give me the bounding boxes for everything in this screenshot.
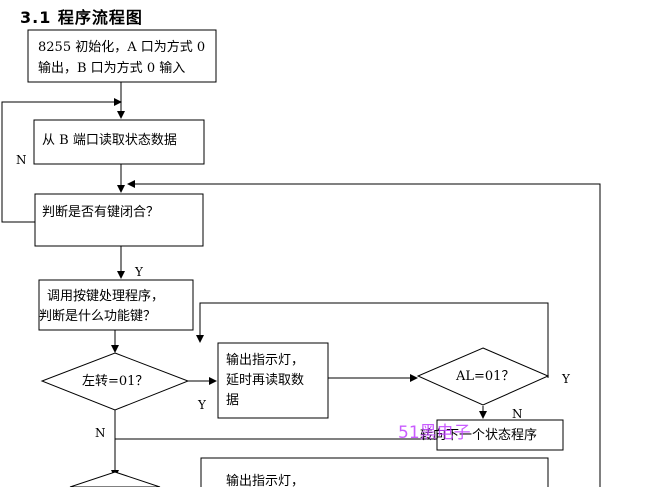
node-init: 8255 初始化，A 口为方式 0 输出，B 口为方式 0 输入 xyxy=(27,29,217,83)
node-read-line1: 从 B 端口读取状态数据 xyxy=(42,133,177,148)
node-left-turn: 左转=01？ xyxy=(40,352,190,411)
node-left-turn-line1: 左转=01？ xyxy=(82,374,148,389)
label-y-left: Y xyxy=(197,398,207,412)
node-output2: 输出指示灯， xyxy=(200,457,549,487)
node-al01: AL=01？ xyxy=(416,347,550,406)
label-n-al: N xyxy=(512,407,523,421)
node-output2-line1: 输出指示灯， xyxy=(226,473,304,487)
node-init-line1: 8255 初始化，A 口为方式 0 xyxy=(38,39,205,55)
label-n-left: N xyxy=(95,426,106,440)
node-output1-line3: 据 xyxy=(226,393,239,408)
label-y-judge: Y xyxy=(134,265,144,279)
node-call-key-line2: 判断是什么功能键？ xyxy=(39,309,156,324)
node-left-down xyxy=(69,471,161,487)
arrow-al-loop-y xyxy=(196,302,549,378)
node-next-state-line1: 转向下一个状态程序 xyxy=(420,427,537,443)
node-output1-line1: 输出指示灯， xyxy=(226,352,304,368)
node-call-key: 调用按键处理程序， 判断是什么功能键？ xyxy=(38,279,194,331)
page-title: 3.1 程序流程图 xyxy=(20,8,143,27)
node-init-line2: 输出，B 口为方式 0 输入 xyxy=(38,60,185,76)
node-judge-key: 判断是否有键闭合？ xyxy=(34,193,204,247)
node-read: 从 B 端口读取状态数据 xyxy=(33,119,205,165)
label-n-loop: N xyxy=(16,153,27,167)
arrow-return-right xyxy=(127,180,601,487)
label-y-al: Y xyxy=(561,372,571,386)
node-output1: 输出指示灯， 延时再读取数 据 xyxy=(217,342,329,419)
arrow-loop-n xyxy=(1,98,122,223)
node-output1-line2: 延时再读取数 xyxy=(226,373,304,388)
watermark: 51黑电子 xyxy=(398,423,471,443)
node-call-key-line1: 调用按键处理程序， xyxy=(47,289,164,304)
node-al01-line1: AL=01？ xyxy=(455,369,514,384)
node-next-state: 转向下一个状态程序 xyxy=(420,419,564,451)
connectors xyxy=(1,82,601,487)
node-judge-key-line1: 判断是否有键闭合？ xyxy=(42,205,159,220)
